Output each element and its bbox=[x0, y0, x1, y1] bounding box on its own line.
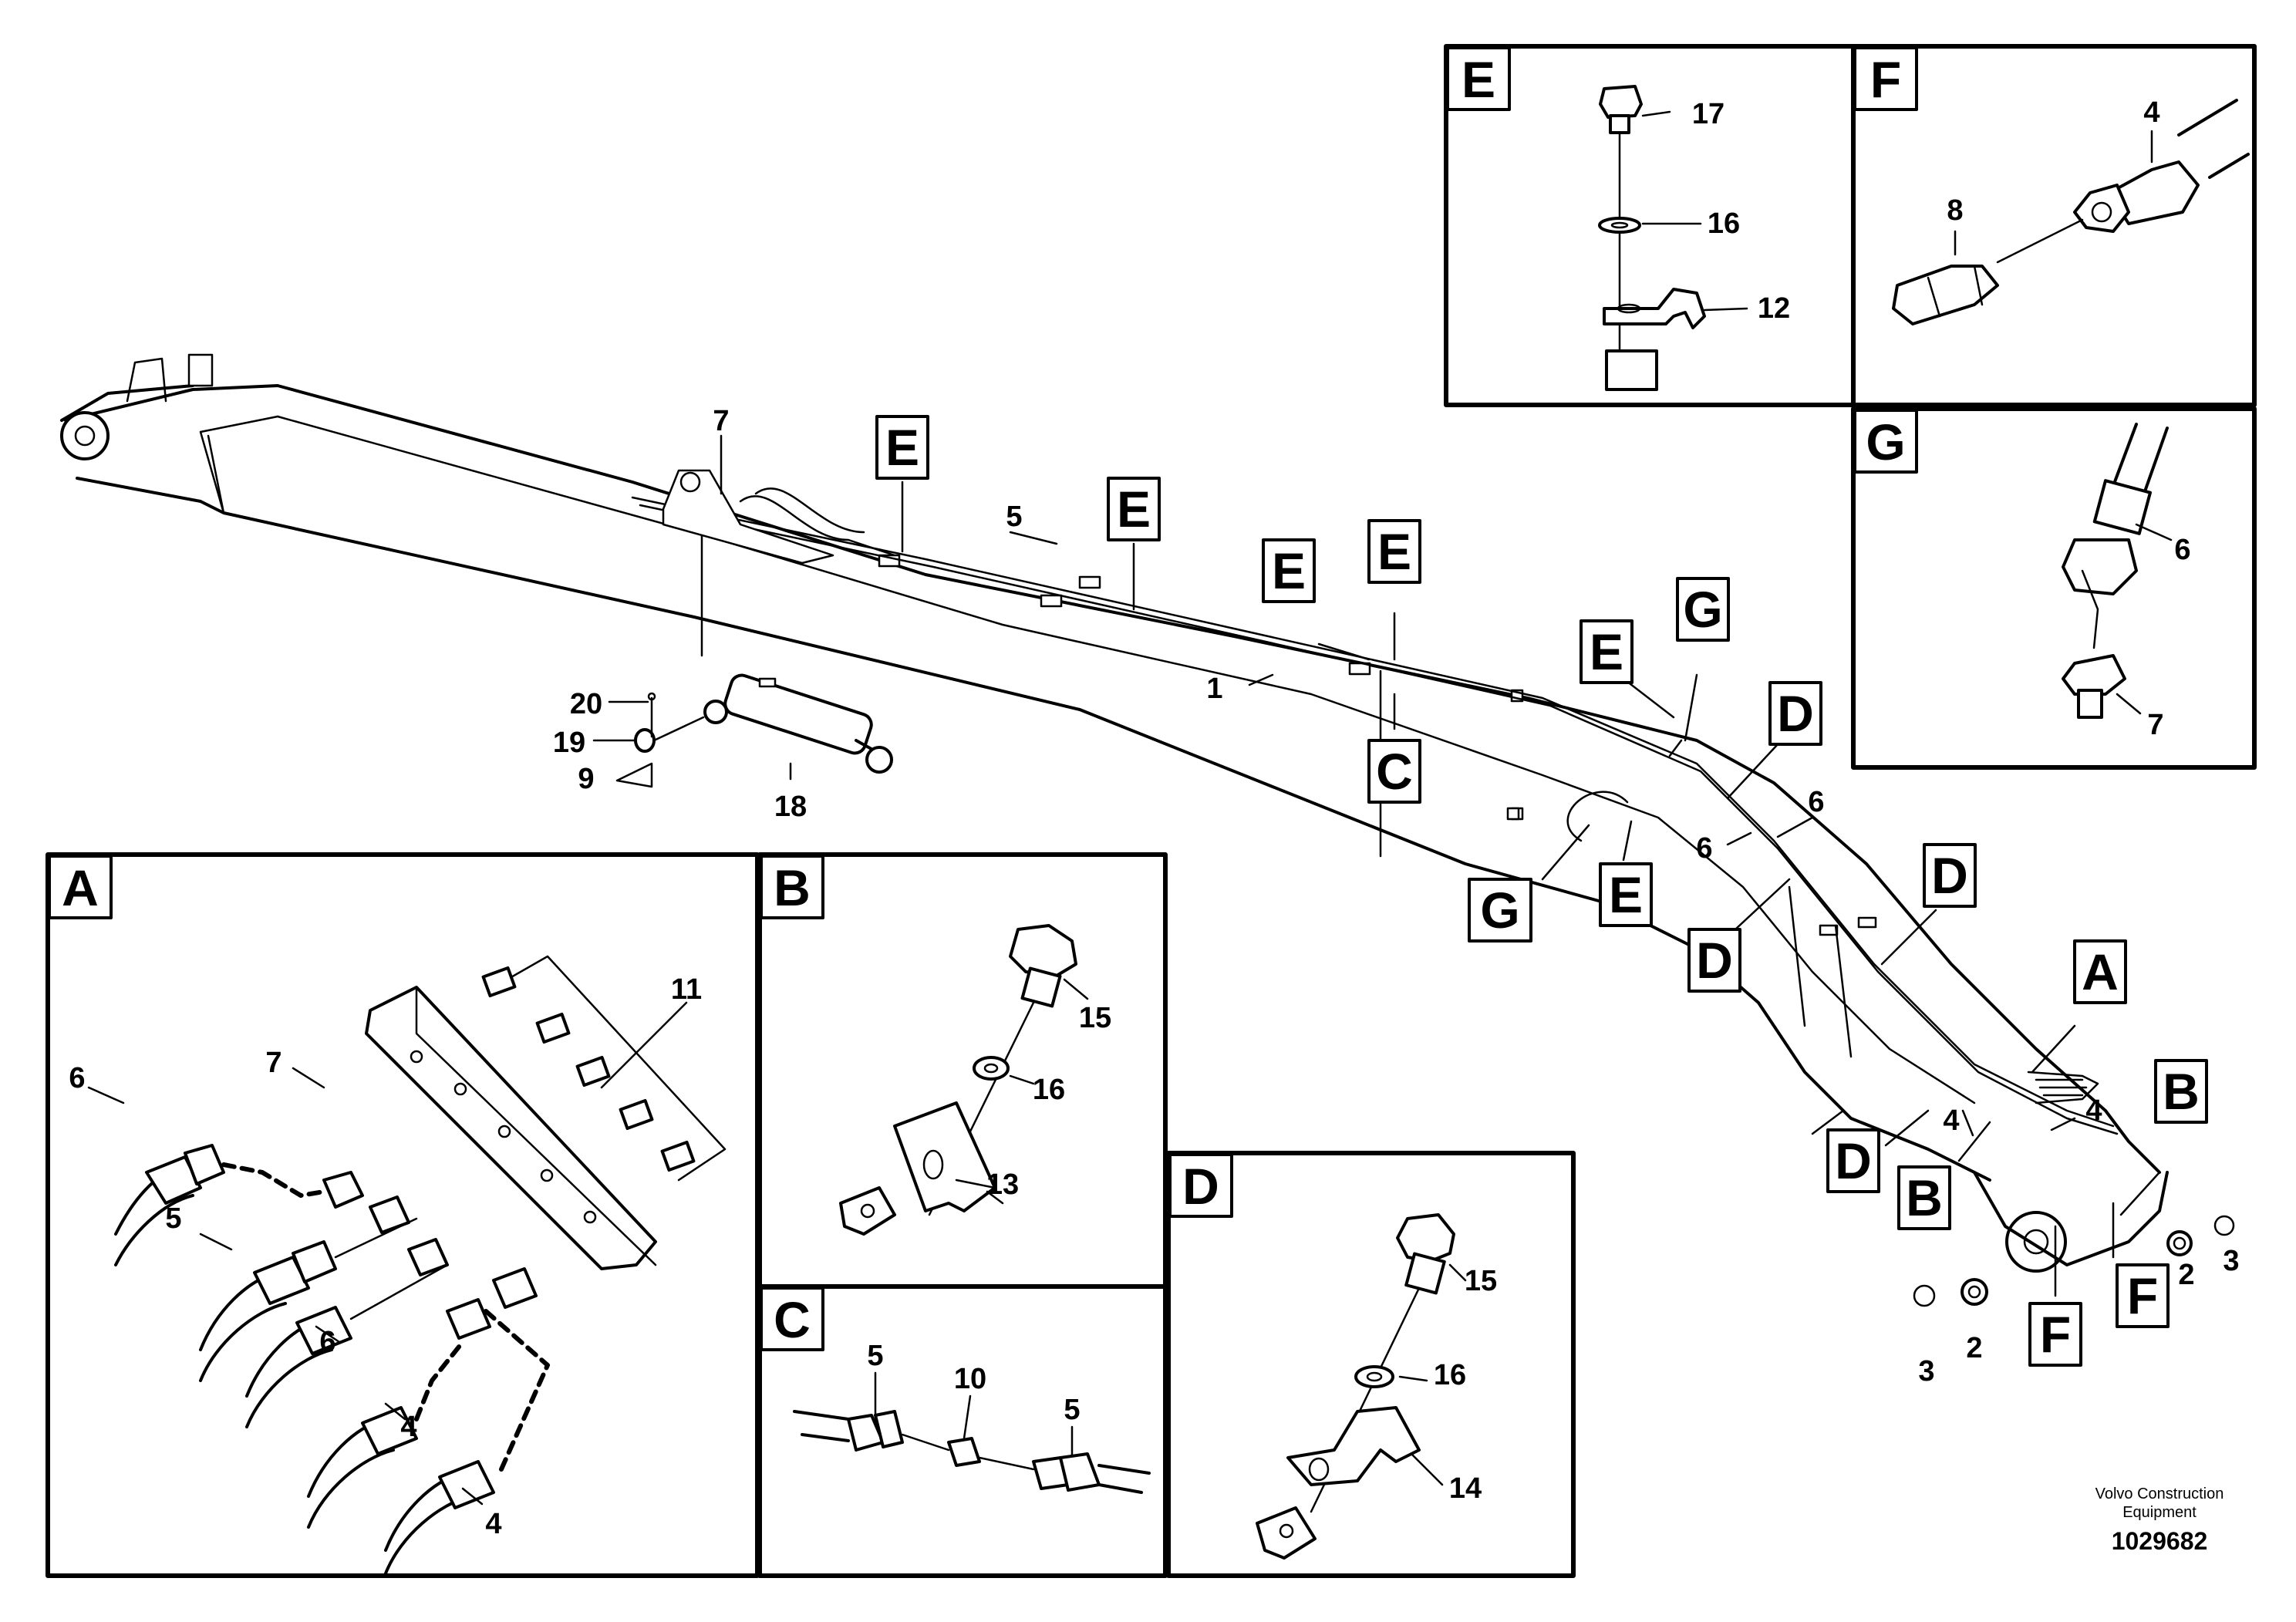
callout-f: F bbox=[2127, 1267, 2158, 1324]
boom-bracket bbox=[187, 353, 214, 387]
side-plate bbox=[662, 469, 834, 565]
callout-b: B bbox=[1906, 1169, 1943, 1226]
part-label: 5 bbox=[867, 1340, 883, 1372]
company-line-1: Volvo Construction bbox=[2095, 1485, 2224, 1502]
part-label: 16 bbox=[1708, 207, 1740, 240]
part-label: 8 bbox=[1947, 194, 1963, 227]
part-label: 4 bbox=[2143, 96, 2159, 129]
callout-d: D bbox=[1931, 847, 1968, 904]
detail-c-title: C bbox=[774, 1291, 811, 1348]
part-label: 12 bbox=[1758, 292, 1790, 325]
spacer-2-left bbox=[1961, 1278, 1988, 1306]
callout-d: D bbox=[1696, 932, 1733, 989]
callout-e: E bbox=[885, 419, 919, 476]
main-leaders bbox=[592, 434, 2161, 1297]
part-label: 7 bbox=[2147, 709, 2163, 741]
part-label: 5 bbox=[165, 1202, 181, 1235]
callout-g: G bbox=[1480, 882, 1519, 939]
detail-e: E 17 16 12 bbox=[1444, 44, 1856, 407]
spacer-2-right bbox=[2166, 1230, 2193, 1256]
main-part-labels: 7 5 1 20 19 9 18 6 6 4 4 2 3 2 3 bbox=[553, 405, 2240, 1388]
callout-b: B bbox=[2163, 1063, 2200, 1120]
part-label: 6 bbox=[319, 1326, 335, 1358]
part-label: 4 bbox=[2085, 1094, 2102, 1127]
part-label: 17 bbox=[1692, 98, 1725, 130]
part-label: 7 bbox=[265, 1047, 282, 1079]
part-label: 19 bbox=[553, 727, 585, 759]
part-label: 4 bbox=[485, 1508, 501, 1540]
detail-d: D 15 16 14 bbox=[1166, 1151, 1576, 1578]
hose-line-2 bbox=[639, 504, 2119, 1135]
part-label: 9 bbox=[578, 763, 594, 795]
part-label: 5 bbox=[1006, 501, 1022, 533]
main-letter-callouts: E E E E C E G D E G D D A D B B F F bbox=[875, 415, 2208, 1367]
hose-line-1 bbox=[631, 496, 2115, 1128]
detail-f: F 4 8 bbox=[1851, 44, 2257, 407]
manifold-block bbox=[365, 986, 657, 1270]
pin-3-right bbox=[2213, 1215, 2235, 1236]
part-label: 13 bbox=[986, 1168, 1019, 1201]
callout-e: E bbox=[1117, 481, 1151, 538]
callout-c: C bbox=[1376, 743, 1413, 800]
detail-d-title: D bbox=[1182, 1158, 1219, 1215]
figure-number: 1029682 bbox=[2111, 1527, 2208, 1555]
part-label: 15 bbox=[1079, 1002, 1111, 1034]
rear-pivot-boss bbox=[2005, 1211, 2067, 1273]
part-label: 6 bbox=[69, 1062, 85, 1094]
detail-a: A bbox=[46, 852, 760, 1578]
boom-assembly bbox=[60, 353, 2235, 1307]
part-label: 6 bbox=[2174, 534, 2190, 566]
part-label: 15 bbox=[1465, 1265, 1497, 1297]
company-line-2: Equipment bbox=[2122, 1504, 2197, 1521]
part-label: 3 bbox=[1918, 1355, 1934, 1388]
boom-pivot-boss bbox=[60, 411, 110, 460]
part-label: 2 bbox=[2178, 1259, 2194, 1291]
part-label: 6 bbox=[1696, 832, 1712, 865]
part-label: 2 bbox=[1966, 1332, 1982, 1364]
callout-d: D bbox=[1835, 1132, 1872, 1189]
part-label: 10 bbox=[954, 1363, 986, 1395]
part-label: 16 bbox=[1033, 1074, 1065, 1106]
part-label: 7 bbox=[713, 405, 729, 437]
detail-b-title: B bbox=[774, 859, 811, 916]
detail-f-title: F bbox=[1870, 51, 1901, 108]
part-label: 14 bbox=[1449, 1472, 1482, 1505]
part-label: 1 bbox=[1206, 673, 1222, 705]
detail-b: B 15 16 13 bbox=[757, 852, 1168, 1289]
part-label: 3 bbox=[2223, 1245, 2239, 1277]
callout-f: F bbox=[2040, 1306, 2071, 1363]
part-label: 20 bbox=[570, 688, 602, 720]
callout-a: A bbox=[2082, 943, 2119, 1000]
part-label: 16 bbox=[1434, 1359, 1466, 1391]
cylinder-18 bbox=[703, 673, 893, 774]
detail-c: C 5 10 5 bbox=[757, 1284, 1168, 1578]
callout-e: E bbox=[1590, 623, 1623, 680]
callout-d: D bbox=[1777, 685, 1814, 742]
part-label: 11 bbox=[671, 973, 702, 1006]
detail-g: G 6 7 bbox=[1851, 406, 2257, 770]
detail-a-title: A bbox=[62, 859, 99, 916]
company-name: Volvo Construction Equipment bbox=[2052, 1485, 2267, 1522]
pin-3-left bbox=[1913, 1284, 1936, 1307]
callout-e: E bbox=[1377, 523, 1411, 580]
callout-e: E bbox=[1609, 866, 1643, 923]
part-label: 5 bbox=[1064, 1394, 1080, 1426]
part-label: 4 bbox=[400, 1411, 416, 1443]
callout-g: G bbox=[1683, 581, 1722, 638]
part-label: 18 bbox=[774, 791, 807, 823]
part-label: 6 bbox=[1808, 786, 1824, 818]
part-label: 4 bbox=[1943, 1104, 1959, 1137]
detail-g-title: G bbox=[1866, 413, 1905, 470]
detail-e-title: E bbox=[1462, 51, 1495, 108]
callout-e: E bbox=[1272, 542, 1306, 599]
